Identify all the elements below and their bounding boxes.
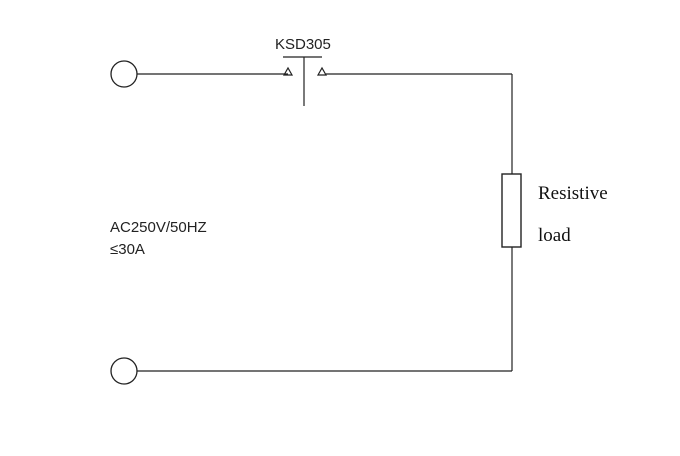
supply-voltage-label: AC250V/50HZ bbox=[110, 219, 207, 236]
load-label-line2: load bbox=[538, 225, 571, 246]
supply-current-label: ≤30A bbox=[110, 241, 145, 258]
switch-contact-right bbox=[316, 66, 328, 76]
bottom-terminal bbox=[110, 357, 138, 385]
top-terminal bbox=[110, 60, 138, 88]
load-label-line1: Resistive bbox=[538, 183, 608, 204]
ksd305-switch bbox=[282, 56, 328, 106]
switch-model-label: KSD305 bbox=[275, 36, 331, 53]
switch-contact-left bbox=[282, 66, 294, 76]
resistive-load bbox=[501, 173, 522, 248]
